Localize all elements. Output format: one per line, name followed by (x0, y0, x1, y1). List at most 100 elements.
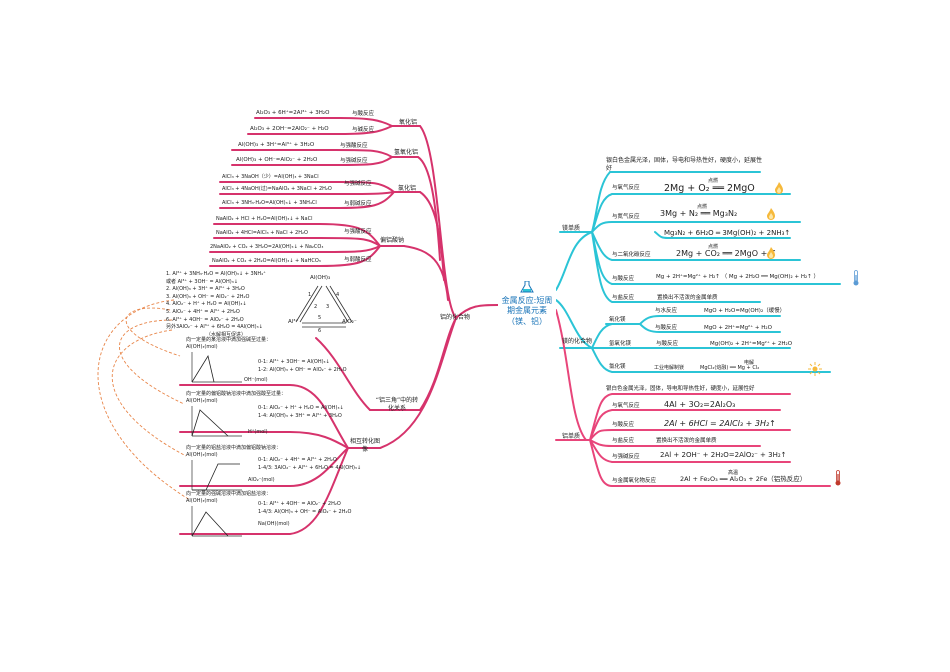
tri-eq-5: 5. AlO₂⁻ + 4H⁺ = Al³⁺ + 2H₂O (166, 308, 240, 315)
mg-n2-label: 与氮气反应 (612, 214, 640, 220)
branch-al-compounds-graph (379, 317, 457, 449)
graph1-eq1: 0-1: Al³⁺ + 3OH⁻ = Al(OH)₃↓ (258, 359, 330, 365)
eq-na-4: NaAlO₂ + CO₂ + 2H₂O=Al(OH)₃↓ + NaHCO₃ (212, 258, 321, 264)
graph1-plot (191, 352, 242, 383)
mg-compound-label[interactable]: 镁的化合物 (562, 338, 593, 345)
graph2-eq2: 1-4: Al(OH)₃ + 3H⁺ = Al³⁺ + 3H₂O (258, 413, 342, 419)
eq-mgo-acid: MgO + 2H⁺=Mg²⁺ + H₂O (704, 325, 772, 331)
branch-center-to-mg (555, 231, 593, 291)
chloride-label[interactable]: 氯化铝 (398, 185, 417, 192)
cl-strong-base-label: 与强碱反应 (344, 181, 372, 187)
flame-icon (775, 182, 783, 194)
al-salt-label: 与盐反应 (612, 438, 635, 444)
graph-panel-1: 向一定量的某溶液中滴加强碱至过量： Al(OH)₃(mol) OH⁻(mol) … (186, 338, 347, 388)
mg-co2-condition: 点燃 (708, 244, 719, 250)
oxide-acid-branch (254, 117, 393, 127)
eq-na-3: 2NaAlO₂ + CO₂ + 3H₂O=2Al(OH)₃↓ + Na₂CO₃ (210, 244, 324, 250)
branch-center-to-al-compounds (455, 304, 499, 319)
tri-eq-3: 3. Al(OH)₃ + OH⁻ = AlO₂⁻ + 2H₂O (166, 293, 250, 300)
branch-center-to-al (555, 309, 587, 441)
eq-mgo-water: MgO + H₂O=Mg(OH)₂（缓慢） (704, 308, 786, 314)
mg-co2-branch (591, 231, 801, 261)
eq-oxide-base: Al₂O₃ + 2OH⁻=2AlO₂⁻ + H₂O (250, 126, 329, 132)
graph4-title: 向一定量的强碱溶液中滴加铝盐溶液： (186, 491, 272, 497)
graph-2 (179, 431, 349, 449)
tri-eq-1: 1. Al³⁺ + 3NH₃·H₂O = Al(OH)₃↓ + 3NH₄⁺ (166, 271, 266, 277)
eq-al-fe2o3: 2Al + Fe₂O₃ ══ Al₂O₃ + 2Fe（铝热反应） (680, 475, 807, 483)
flame-icon-2 (767, 208, 775, 220)
mg-n2-condition: 点燃 (697, 204, 708, 210)
al-props: 银白色金属光泽，固体，导电和导热性好，硬度小，延展性好 (606, 386, 755, 392)
mg-element-label[interactable]: 镁单质 (562, 225, 581, 232)
al-compounds-label[interactable]: 铝的化合物 (440, 314, 471, 321)
cl-weak-base-label: 与弱碱反应 (344, 201, 372, 207)
al-element-label[interactable]: 铝单质 (562, 433, 581, 440)
eq-mg-acid: Mg + 2H⁺=Mg²⁺ + H₂↑ （ Mg + 2H₂O ══ Mg(OH… (656, 274, 820, 280)
mg-props: 银白色金属光泽，固体，导电和导热性好，硬度小，延展性好 (606, 157, 763, 172)
mg-n2-branch (591, 221, 801, 233)
oxide-base-branch (247, 125, 393, 135)
tri-node-top: Al(OH)₃ (310, 275, 331, 281)
al-o2-label: 与氧气反应 (612, 403, 640, 409)
triangle-equation-list: 1. Al³⁺ + 3NH₃·H₂O = Al(OH)₃↓ + 3NH₄⁺ 或者… (166, 272, 286, 338)
center-title: 金属反应:短周期金属元素（镁、铝） (501, 296, 553, 326)
graph3-plot (191, 460, 242, 491)
tri-num-5: 5 (318, 315, 322, 321)
tri-num-4: 4 (336, 292, 340, 298)
al-salt-text: 置换出不活泼的金属单质 (656, 438, 717, 444)
tri-eq-6: 6. Al³⁺ + 4OH⁻ = AlO₂⁻ + 2H₂O (166, 316, 244, 323)
al-base-branch (589, 439, 791, 463)
graph-panel-3: 向一定量的铝盐溶液中滴加偏铝酸钠溶液： Al(OH)₃(mol) AlO₂⁻(m… (186, 446, 361, 496)
graph4-plot (191, 506, 242, 537)
eq-mg-n2: 3Mg + N₂ ══ Mg₃N₂ (660, 209, 738, 218)
eq-mgcl2: MgCl₂(熔融) ══ Mg + Cl₂ (700, 365, 760, 371)
center-node[interactable] (498, 281, 556, 337)
triangle-label[interactable]: “铝三角”中的转化关系 (375, 397, 419, 412)
al-props-branch (589, 393, 791, 441)
hydroxide-label[interactable]: 氢氧化铝 (394, 149, 419, 156)
mgcl2-label: 氯化镁 (609, 364, 626, 370)
na-acid-label: 与强酸反应 (344, 229, 372, 235)
al-oxide-label: 与金属氧化物反应 (612, 478, 657, 484)
graph4-ylabel: Al(OH)₃(mol) (186, 498, 218, 504)
al-base-label: 与强碱反应 (612, 454, 640, 460)
mgo-water-branch (639, 315, 781, 325)
tri-node-right: AlO₂⁻ (342, 319, 357, 325)
tri-num-1: 1 (308, 292, 312, 298)
aluminate-label[interactable]: 偏铝酸钠 (380, 237, 405, 244)
mgoh2-acid-label: 与酸反应 (656, 341, 679, 347)
branch-al-compounds-hyd (417, 156, 441, 261)
eq-oxide-acid: Al₂O₃ + 6H⁺=2Al³⁺ + 3H₂O (256, 110, 330, 116)
aluminum-triangle-diagram (295, 285, 353, 328)
eq-cl-1: AlCl₃ + 3NaOH（少）=Al(OH)₃ + 3NaCl (222, 174, 319, 180)
mg-salt-label: 与盐反应 (612, 295, 635, 301)
tri-eq-note: （水解相互促进） (206, 331, 247, 338)
eq-al-acid: 2Al + 6HCl = 2AlCl₃ + 3H₂↑ (664, 419, 776, 428)
tri-eq-extra: 另外3AlO₂⁻ + Al³⁺ + 6H₂O = 4Al(OH)₃↓ (166, 324, 263, 331)
tri-eq-1b: 或者 Al³⁺ + 3OH⁻ = Al(OH)₃↓ (166, 278, 238, 285)
oxide-label[interactable]: 氧化铝 (399, 119, 418, 126)
graph4-eq2: 1-4/3: Al(OH)₃ + OH⁻ = AlO₂⁻ + 2H₂O (258, 509, 352, 515)
al-acid-label: 与酸反应 (612, 422, 635, 428)
eq-cl-2: AlCl₃ + 4NaOH(过)=NaAlO₂ + 3NaCl + 2H₂O (222, 186, 332, 192)
al-oxide-branch (589, 439, 831, 487)
eq-al-base: 2Al + 2OH⁻ + 2H₂O=2AlO₂⁻ + 3H₂↑ (660, 451, 787, 459)
cl-weak-branch (219, 191, 395, 209)
eq-na-2: NaAlO₂ + 4HCl=AlCl₃ + NaCl + 2H₂O (216, 230, 308, 236)
al-acid-branch (589, 429, 791, 441)
mgcl2-branch (591, 347, 831, 373)
graph-panel-4: 向一定量的强碱溶液中滴加铝盐溶液： Al(OH)₃(mol) Na(OH)(mo… (186, 491, 351, 542)
graph1-ylabel: Al(OH)₃(mol) (186, 344, 218, 350)
cl-acid-branch (219, 181, 395, 193)
tri-eq-4: 4. AlO₂⁻ + H⁺ + H₂O = Al(OH)₃↓ (166, 301, 247, 308)
graphs-label[interactable]: 相互转化图像 (350, 438, 381, 453)
graph3-eq2: 1-4/3: 3AlO₂⁻ + Al³⁺ + 6H₂O = 4Al(OH)₃↓ (258, 465, 362, 471)
mgo-water-label: 与水反应 (655, 308, 678, 314)
branch-al-compounds-cl (419, 191, 445, 281)
na-2 (213, 237, 381, 247)
tri-num-2: 2 (314, 304, 318, 310)
dash-2 (119, 319, 185, 405)
al-salt-branch (589, 439, 761, 447)
